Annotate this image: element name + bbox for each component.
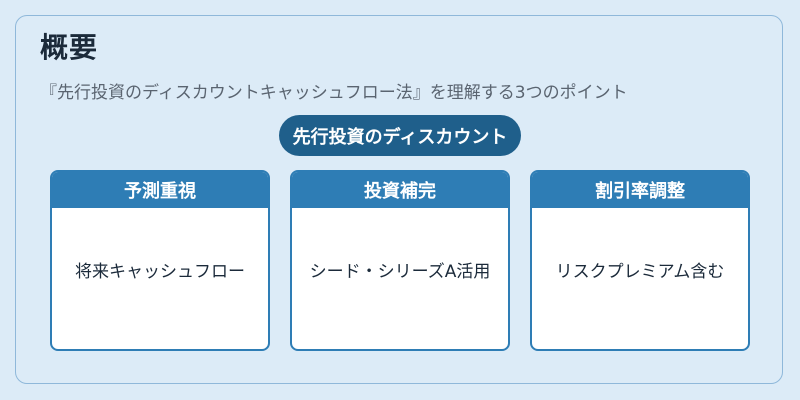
point-card-body: リスクプレミアム含む <box>555 262 725 282</box>
point-card-title: 割引率調整 <box>532 172 748 208</box>
central-concept-pill: 先行投資のディスカウント <box>279 115 521 156</box>
page-subtitle: 『先行投資のディスカウントキャッシュフロー法』を理解する3つのポイント <box>40 83 628 103</box>
point-card-body: 将来キャッシュフロー <box>75 262 245 282</box>
point-card-discount-rate: 割引率調整 リスクプレミアム含む <box>530 170 750 351</box>
point-card-investment: 投資補完 シード・シリーズA活用 <box>290 170 510 351</box>
point-card-title: 予測重視 <box>52 172 268 208</box>
page-title: 概要 <box>40 31 99 64</box>
point-card-body: シード・シリーズA活用 <box>309 262 491 282</box>
point-card-title: 投資補完 <box>292 172 508 208</box>
point-card-forecast: 予測重視 将来キャッシュフロー <box>50 170 270 351</box>
